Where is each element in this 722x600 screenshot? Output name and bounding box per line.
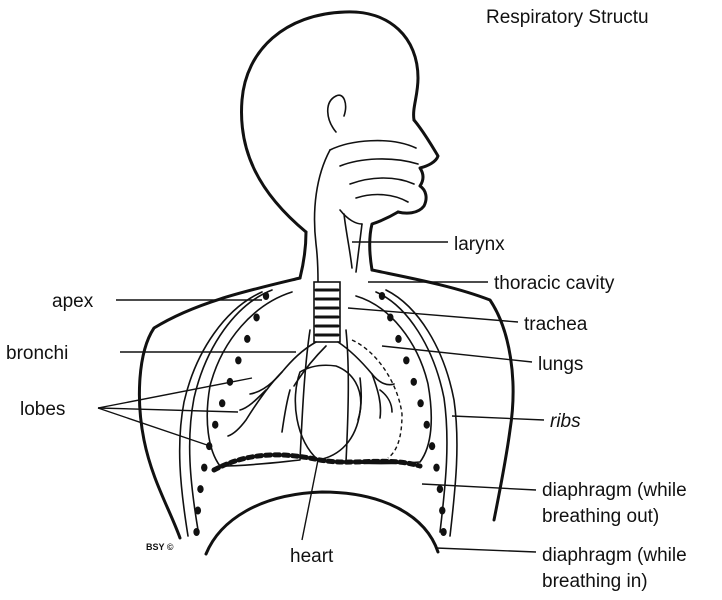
bronchial-tree (228, 342, 394, 436)
rib-dot (437, 485, 443, 493)
rib-dot (219, 399, 225, 407)
label-thoracic-cavity: thoracic cavity (494, 273, 615, 294)
label-diaphragm-out-2: breathing out) (542, 506, 659, 527)
label-trachea: trachea (524, 314, 588, 335)
trachea (314, 282, 340, 342)
rib-dot (429, 442, 435, 450)
credit-mark: BSY © (146, 542, 174, 552)
rib-dot (195, 507, 201, 515)
label-heart: heart (290, 546, 334, 567)
label-lungs: lungs (538, 354, 583, 375)
rib-dot (197, 485, 203, 493)
label-diaphragm-in-1: diaphragm (while (542, 545, 687, 566)
label-diaphragm-in-2: breathing in) (542, 571, 648, 592)
label-bronchi: bronchi (6, 343, 68, 364)
label-lobes: lobes (20, 399, 65, 420)
diagram-title: Respiratory Structu (486, 7, 649, 28)
rib-dot (253, 313, 259, 321)
rib-dot (395, 335, 401, 343)
rib-dot (235, 356, 241, 364)
rib-dot (201, 464, 207, 472)
rib-dot (403, 356, 409, 364)
rib-dot (212, 421, 218, 429)
airway-column (315, 150, 362, 282)
rib-dot (387, 313, 393, 321)
rib-dot (417, 399, 423, 407)
rib-dot (263, 292, 269, 300)
diaphragm-in (206, 492, 438, 554)
rib-dot (411, 378, 417, 386)
rib-dot (379, 292, 385, 300)
rib-dot (440, 528, 446, 536)
rib-dot (424, 421, 430, 429)
rib-dot (193, 528, 199, 536)
label-diaphragm-out-1: diaphragm (while (542, 480, 687, 501)
rib-dot (439, 507, 445, 515)
nasal-cavity (330, 141, 418, 224)
rib-dot (244, 335, 250, 343)
label-ribs: ribs (550, 411, 581, 432)
label-apex: apex (52, 291, 94, 312)
label-larynx: larynx (454, 234, 505, 255)
rib-dot (433, 464, 439, 472)
